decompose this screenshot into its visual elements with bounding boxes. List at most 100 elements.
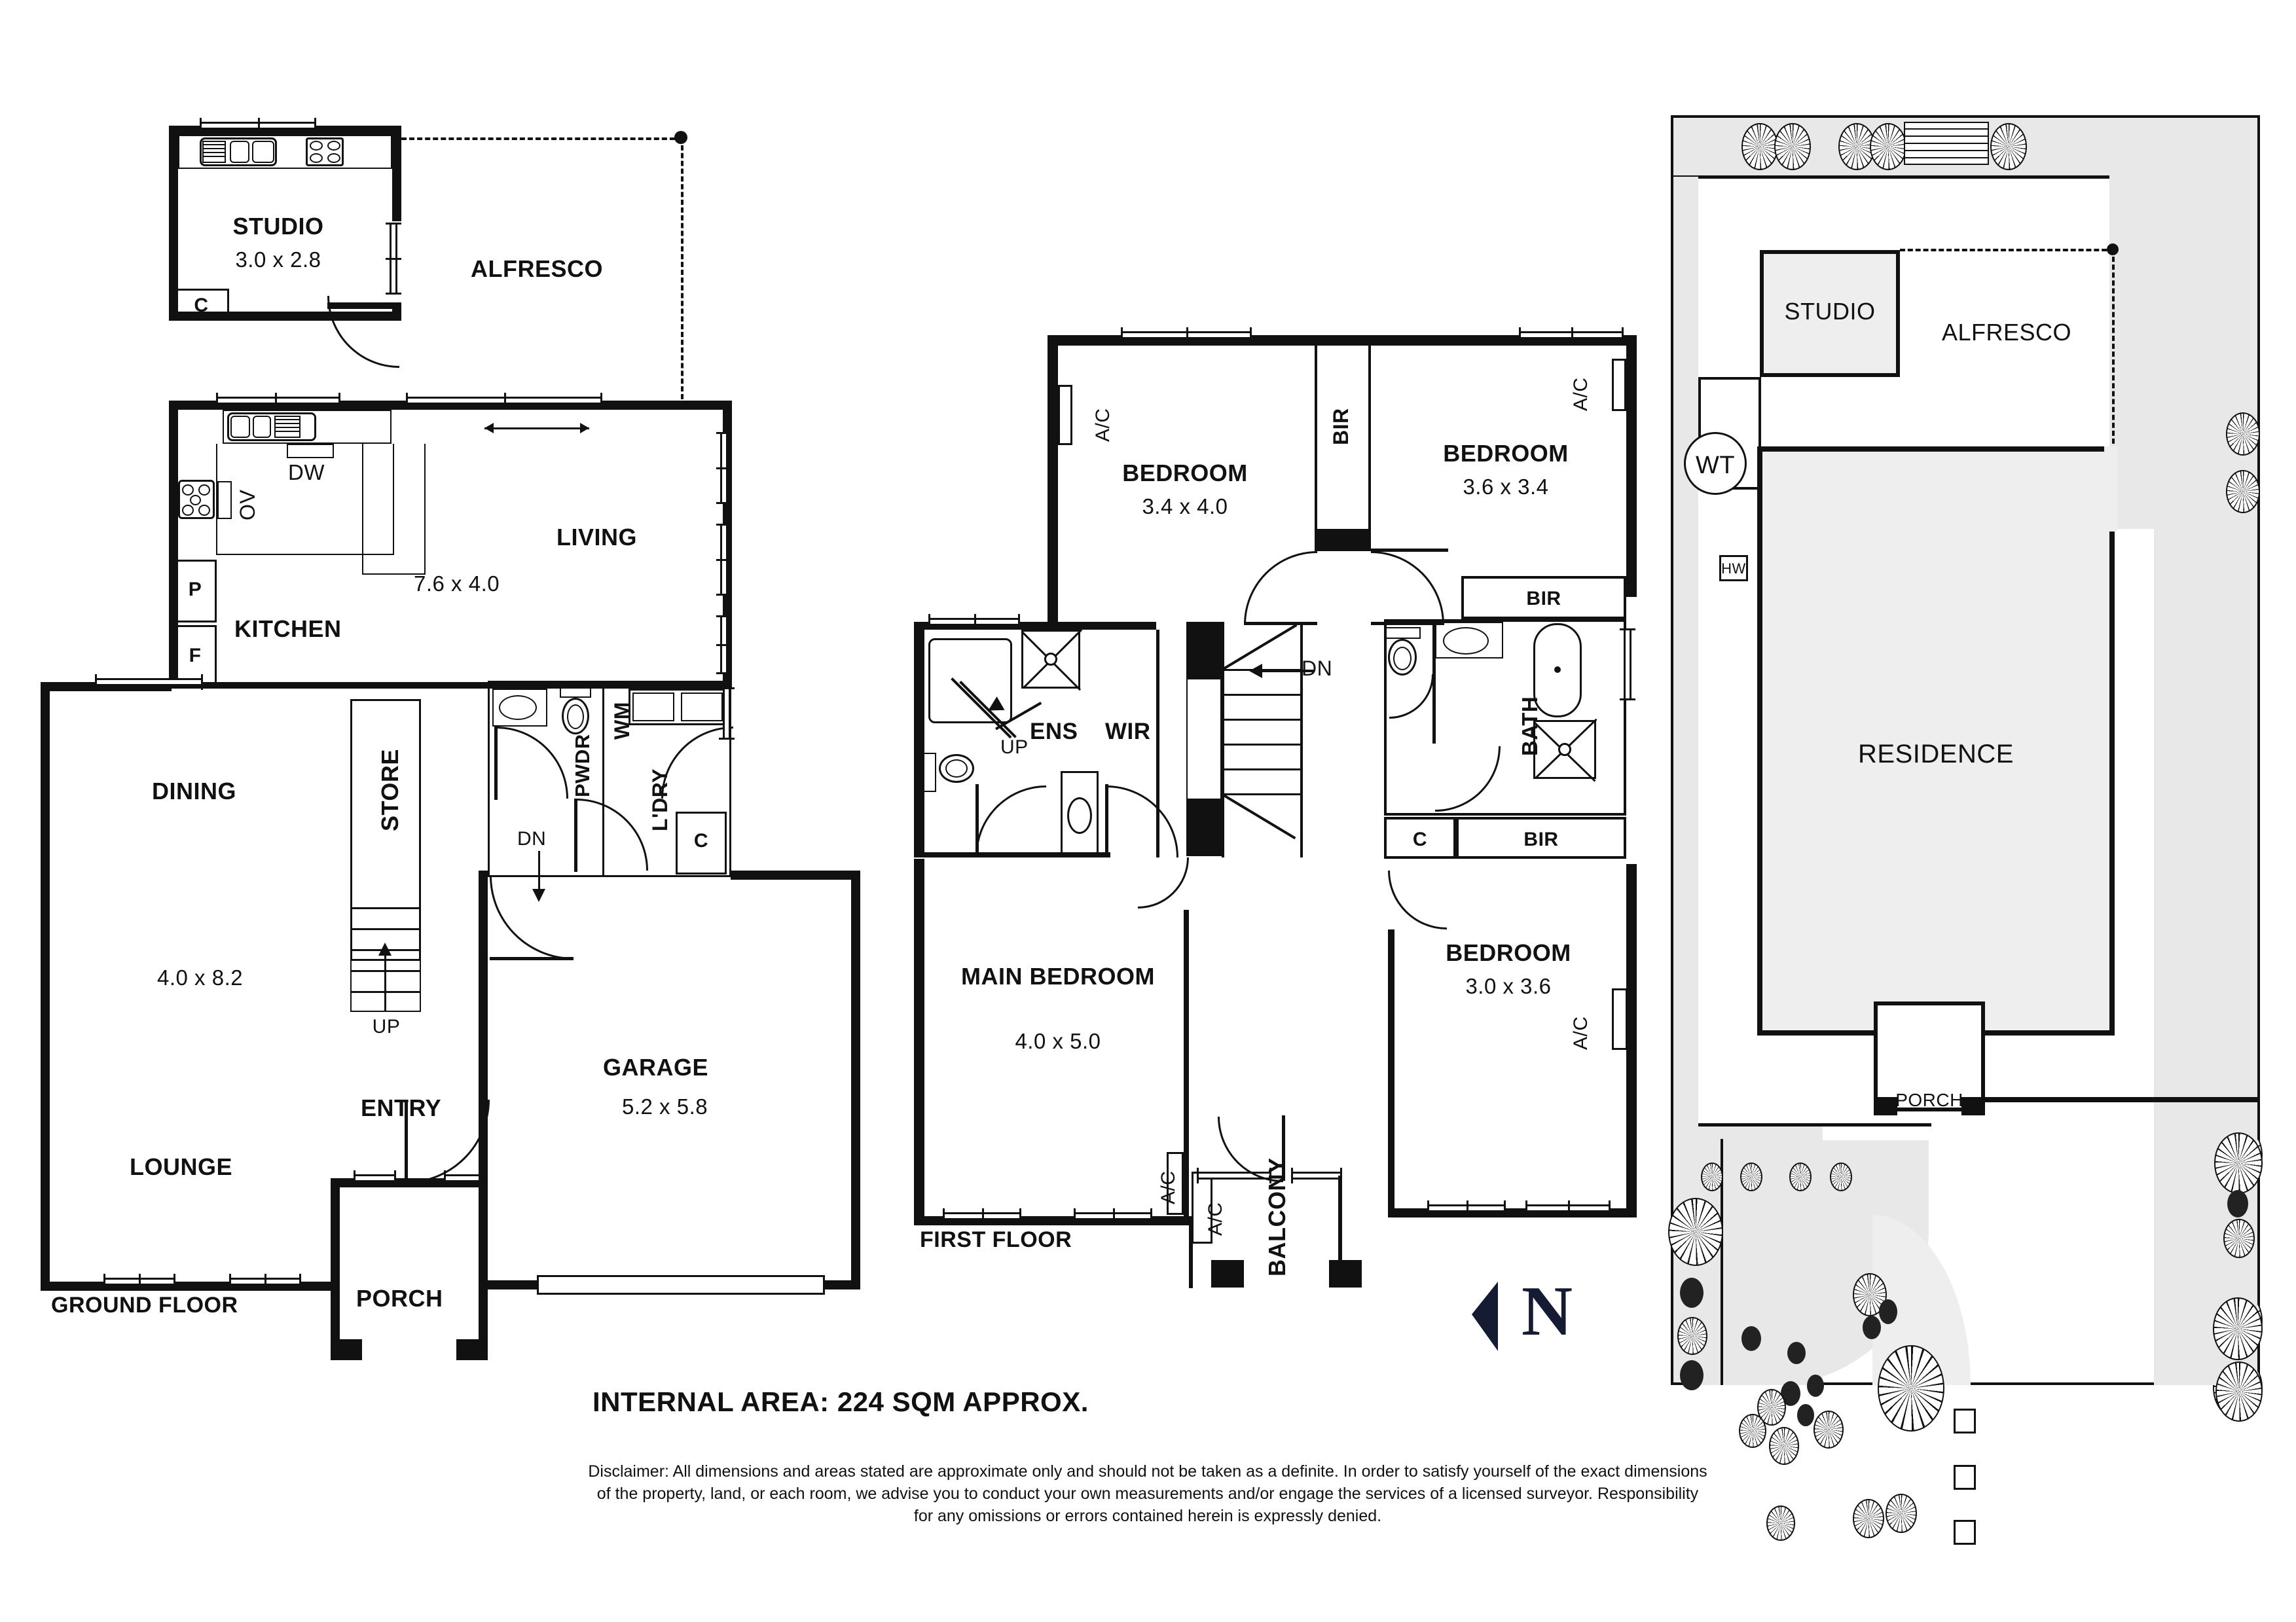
fridge-label: F — [189, 645, 202, 666]
disclaimer-line-1: Disclaimer: All dimensions and areas sta… — [588, 1462, 1707, 1481]
shrub-icon — [1797, 1404, 1814, 1426]
bir-bottom-block — [1456, 817, 1626, 859]
closet-first-floor — [1384, 817, 1456, 859]
tree-icon — [2226, 412, 2260, 456]
room-label-kitchen: KITCHEN — [234, 615, 342, 642]
north-indicator: N — [1467, 1267, 1617, 1369]
shrub-icon — [1680, 1360, 1704, 1390]
window — [95, 674, 203, 690]
site-residence — [1757, 446, 2115, 1036]
shrub-icon — [1807, 1375, 1824, 1397]
wall — [914, 622, 924, 857]
sink-drainer — [202, 141, 226, 163]
stairs-down-label: DN — [517, 828, 547, 850]
tree-icon — [1870, 123, 1906, 170]
stairs-up-label: UP — [372, 1016, 401, 1037]
wall — [331, 1282, 340, 1352]
tree-icon — [2226, 470, 2260, 513]
basin-icon — [917, 753, 936, 792]
wall — [1626, 335, 1637, 597]
ac-label-4: A/C — [1205, 1202, 1226, 1236]
staircase — [1186, 678, 1222, 800]
site-residence-label: RESIDENCE — [1858, 740, 2014, 768]
site-residence-notch — [2104, 446, 2117, 532]
tree-icon — [1878, 1345, 1944, 1432]
north-label: N — [1522, 1272, 1573, 1350]
tree-icon — [1766, 1505, 1795, 1541]
ac-unit — [1612, 359, 1626, 411]
wall — [851, 871, 860, 1289]
window — [354, 1170, 396, 1186]
wall — [392, 126, 401, 221]
wir-label: WIR — [1105, 719, 1151, 744]
room-dim-bedroom-1: 3.4 x 4.0 — [1142, 494, 1228, 518]
shrub-icon — [1741, 1326, 1761, 1351]
sink-icon — [200, 137, 277, 166]
bir-label-2: BIR — [1526, 588, 1561, 609]
ac-unit — [1167, 1152, 1184, 1215]
tree-icon — [1769, 1427, 1799, 1465]
sink-bowl — [252, 141, 274, 163]
ac-label-1: A/C — [1092, 408, 1114, 442]
tree-icon — [1668, 1198, 1723, 1266]
dishwasher — [287, 444, 334, 458]
stair-arrow-down — [538, 851, 540, 892]
tree-icon — [1853, 1499, 1884, 1538]
tree-icon — [1740, 1162, 1762, 1191]
room-dim-studio: 3.0 x 2.8 — [235, 247, 321, 272]
wall — [1329, 1260, 1362, 1288]
water-tank-icon — [1684, 432, 1747, 495]
cooktop-icon — [306, 137, 344, 166]
room-label-porch: PORCH — [356, 1285, 443, 1312]
wall — [331, 1178, 340, 1291]
powder-label: PWDR — [571, 734, 594, 797]
door-swing — [1138, 857, 1189, 909]
shrub-icon — [1863, 1316, 1881, 1339]
window — [1620, 628, 1635, 700]
room-dim-main-bedroom: 4.0 x 5.0 — [1015, 1029, 1101, 1053]
bath-block — [1384, 619, 1626, 816]
bathtub-icon — [1533, 623, 1582, 717]
window — [719, 687, 735, 740]
room-dim-bedroom-3: 3.0 x 3.6 — [1465, 974, 1552, 998]
wall — [169, 682, 732, 689]
ac-label-2: A/C — [1570, 377, 1592, 411]
disclaimer: Disclaimer: All dimensions and areas sta… — [297, 1461, 1999, 1527]
room-label-bedroom-2: BEDROOM — [1443, 440, 1569, 467]
wall — [479, 1282, 488, 1352]
room-label-garage: GARAGE — [603, 1054, 709, 1081]
kitchen-bench — [223, 410, 392, 444]
door-swing — [1106, 785, 1178, 857]
room-label-living: LIVING — [556, 524, 638, 550]
north-arrow-icon — [1472, 1282, 1498, 1351]
ac-label-5: A/C — [1570, 1016, 1592, 1050]
store-label: STORE — [376, 749, 403, 831]
door-swing — [1244, 551, 1317, 624]
paver-icon — [1954, 1409, 1976, 1433]
site-porch-step — [1961, 1097, 1985, 1115]
water-tank-label: WT — [1695, 452, 1736, 479]
site-porch-step — [1874, 1097, 1897, 1115]
disclaimer-line-3: for any omissions or errors contained he… — [913, 1506, 1382, 1525]
tree-icon — [1739, 1414, 1766, 1448]
site-porch — [1874, 1001, 1985, 1111]
tree-icon — [1990, 123, 2027, 170]
hot-water-box — [1719, 555, 1748, 581]
door-swing — [490, 876, 574, 960]
tree-icon — [2214, 1132, 2263, 1194]
sink-icon — [227, 412, 316, 441]
tree-icon — [2223, 1219, 2255, 1258]
alfresco-boundary — [401, 137, 683, 140]
site-studio — [1760, 250, 1900, 377]
bir-top-right-block — [1461, 576, 1626, 619]
room-label-main-bedroom: MAIN BEDROOM — [961, 963, 1155, 990]
wall — [1186, 622, 1222, 678]
pantry — [173, 560, 217, 622]
wall — [914, 859, 924, 1225]
balcony-label: BALCONY — [1264, 1157, 1290, 1277]
pantry-label: P — [188, 579, 202, 600]
site-alfresco-label: ALFRESCO — [1941, 319, 2072, 346]
room-dim-living: 7.6 x 4.0 — [414, 571, 500, 596]
oven-label: OV — [236, 489, 259, 520]
garage-door — [537, 1275, 825, 1295]
